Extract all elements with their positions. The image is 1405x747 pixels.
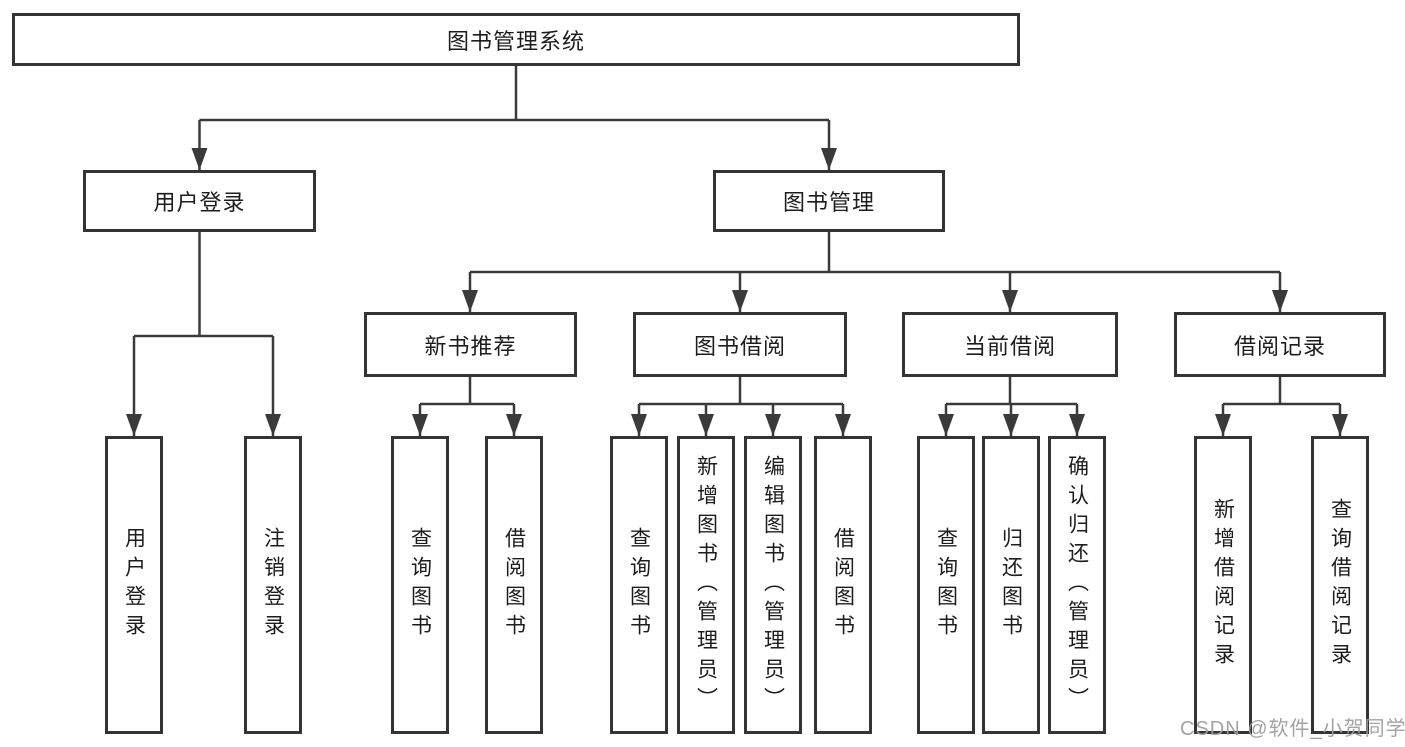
node-query-books-current: 查询图书 [917,436,975,734]
node-user-login-leaf: 用户登录 [105,436,163,734]
node-borrow-books-recommendation: 借阅图书 [485,436,543,734]
node-query-borrow-record: 查询借阅记录 [1311,436,1369,734]
node-return-books: 归还图书 [982,436,1040,734]
node-current-borrowing: 当前借阅 [902,312,1118,377]
node-edit-books-admin: 编辑图书（管理员） [744,436,802,734]
connector-user-login-to-leaves [126,232,281,436]
node-library-management-system: 图书管理系统 [12,13,1020,66]
node-add-borrow-record: 新增借阅记录 [1194,436,1252,734]
node-borrowing-records: 借阅记录 [1174,312,1386,377]
connector-current-borrowing-to-leaves [938,377,1085,436]
connector-book-management-to-level2 [462,232,1288,312]
connector-borrowing-records-to-leaves [1215,377,1348,436]
node-query-books-recommendation: 查询图书 [391,436,449,734]
node-logout-leaf: 注销登录 [244,436,302,734]
watermark: CSDN @软件_小贺同学 [1180,718,1405,740]
node-book-management: 图书管理 [713,170,945,232]
node-confirm-return-admin: 确认归还（管理员） [1048,436,1106,734]
node-book-borrowing: 图书借阅 [633,312,847,377]
node-new-book-recommendation: 新书推荐 [364,312,577,377]
node-borrow-books-borrowing: 借阅图书 [814,436,872,734]
connector-root-to-level1 [191,66,837,170]
node-query-books-borrowing: 查询图书 [610,436,668,734]
connector-book-borrowing-to-leaves [631,377,851,436]
node-user-login: 用户登录 [83,170,316,232]
node-add-books-admin: 新增图书（管理员） [677,436,735,734]
connector-new-book-recommendation-to-leaves [412,377,522,436]
